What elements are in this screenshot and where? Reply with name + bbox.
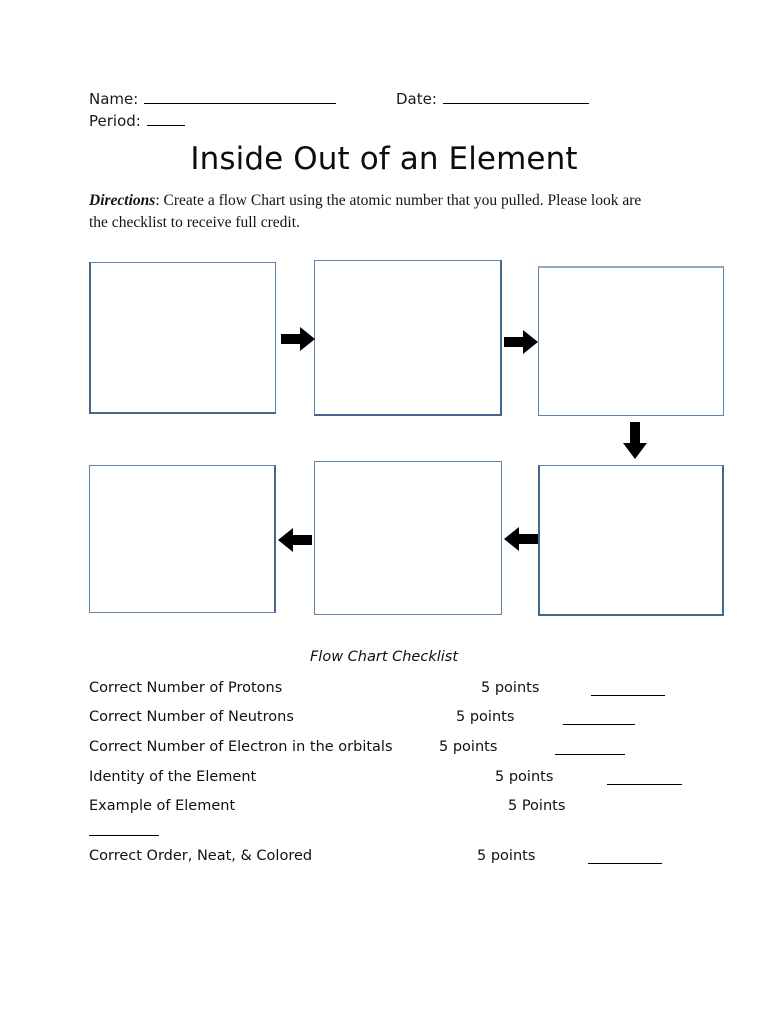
flow-box-1[interactable] [89,262,276,414]
directions-separator: : [155,192,164,209]
name-field-row: Name: [89,90,337,108]
arrow-left-icon [278,528,312,552]
checklist-item-blank[interactable] [591,694,665,696]
date-field-row: Date: [396,90,589,108]
checklist-item-points: 5 points [481,680,540,696]
period-label: Period: [89,112,141,130]
directions-label: Directions [89,192,156,209]
date-blank[interactable] [442,90,589,104]
name-label: Name: [89,90,139,108]
checklist-item-points: 5 points [495,769,554,785]
checklist-item-label: Example of Element [89,798,236,814]
checklist-item-label: Correct Number of Electron in the orbita… [89,739,393,755]
directions-text: Create a flow Chart using the atomic num… [89,192,642,231]
checklist-item-label: Correct Number of Neutrons [89,709,294,725]
checklist-row: Correct Number of Protons 5 points [89,680,729,702]
date-label: Date: [396,90,437,108]
checklist-row: Example of Element 5 Points [89,798,729,820]
checklist-item-blank[interactable] [555,753,625,755]
checklist-title: Flow Chart Checklist [309,649,459,665]
flow-box-2[interactable] [314,260,502,416]
checklist-row: Correct Number of Electron in the orbita… [89,739,729,761]
arrow-right-icon [504,330,538,354]
arrow-down-icon [623,422,647,459]
name-blank[interactable] [144,90,337,104]
flow-box-3[interactable] [538,266,724,416]
flow-box-6[interactable] [538,465,724,616]
checklist-item-label: Correct Order, Neat, & Colored [89,848,313,864]
checklist-item-points: 5 Points [508,798,566,814]
checklist-item-points: 5 points [477,848,536,864]
arrow-left-icon [504,527,538,551]
period-blank[interactable] [146,112,185,126]
period-field-row: Period: [89,112,185,130]
checklist-item-points: 5 points [439,739,498,755]
checklist-item-blank[interactable] [89,834,159,836]
arrow-right-icon [281,327,315,351]
checklist-row: Identity of the Element 5 points [89,769,729,791]
directions-paragraph: Directions: Create a flow Chart using th… [89,190,661,234]
checklist-item-label: Identity of the Element [89,769,257,785]
checklist-item-label: Correct Number of Protons [89,680,283,696]
checklist-item-blank[interactable] [563,723,635,725]
checklist-item-blank[interactable] [588,862,662,864]
checklist-row: Correct Order, Neat, & Colored 5 points [89,848,729,870]
checklist-row: Correct Number of Neutrons 5 points [89,709,729,731]
flow-box-4[interactable] [89,465,276,613]
flow-box-5[interactable] [314,461,502,615]
checklist-item-points: 5 points [456,709,515,725]
checklist-item-blank[interactable] [607,783,682,785]
page-title: Inside Out of an Element [190,141,578,177]
